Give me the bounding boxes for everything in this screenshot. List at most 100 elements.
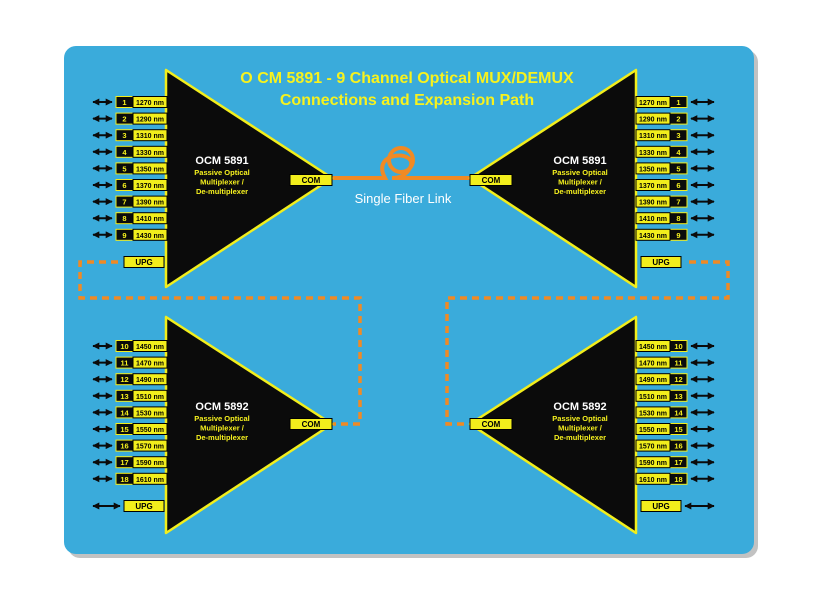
unit-model-label: OCM 5891: [195, 155, 248, 167]
single-fiber-link-label: Single Fiber Link: [355, 191, 452, 206]
channel-wavelength-box: [635, 439, 671, 452]
channel-number: 1: [676, 98, 680, 107]
channel-number: 5: [122, 164, 126, 173]
upg-port-label: UPG: [652, 258, 669, 267]
channel-wavelength-box: [132, 423, 168, 435]
com-port: [289, 174, 333, 186]
channel-wavelength-box: [635, 145, 671, 158]
channel-wavelength-box: [635, 456, 671, 469]
channel-number: 13: [120, 392, 128, 401]
channel-wavelength: 1370 nm: [136, 183, 164, 190]
upg-port-label: UPG: [652, 502, 669, 511]
channel-wavelength-box: [132, 212, 168, 225]
channel-wavelength-box: [132, 456, 168, 469]
channel-wavelength-box: [132, 228, 168, 241]
channel-wavelength: 1510 nm: [136, 394, 164, 401]
channel-wavelength: 1410 nm: [136, 216, 164, 223]
channel-wavelength-box: [635, 356, 671, 369]
channel-wavelength-box: [132, 195, 168, 208]
upg-port-label: UPG: [135, 502, 152, 511]
com-port-label: COM: [482, 420, 501, 429]
channel-wavelength: 1510 nm: [639, 394, 667, 401]
channel-number: 2: [122, 115, 126, 124]
unit-description-line: Passive Optical: [194, 414, 249, 423]
channel-wavelength-box: [132, 162, 168, 175]
upg-port-row: UPG: [640, 500, 715, 512]
diagram-title-line1: O CM 5891 - 9 Channel Optical MUX/DEMUX: [240, 70, 574, 87]
channel-wavelength: 1330 nm: [639, 150, 667, 157]
channel-wavelength: 1490 nm: [639, 377, 667, 384]
channel-wavelength-box: [635, 162, 671, 175]
channel-wavelength: 1270 nm: [639, 100, 667, 107]
upg-port: [640, 256, 682, 268]
channel-wavelength: 1450 nm: [136, 344, 164, 351]
channel-row: 13 1510 nm: [92, 389, 168, 402]
com-port: [469, 418, 513, 430]
channel-wavelength: 1370 nm: [639, 183, 667, 190]
com-port-label: COM: [302, 176, 321, 185]
channel-number: 17: [674, 458, 682, 467]
channel-number: 17: [120, 458, 128, 467]
channel-number: 10: [120, 342, 128, 351]
channel-wavelength-box: [132, 472, 168, 485]
channel-wavelength: 1590 nm: [136, 460, 164, 467]
channel-wavelength: 1390 nm: [639, 200, 667, 207]
upg-port-row: UPG: [123, 256, 165, 268]
unit-model-label: OCM 5892: [553, 401, 606, 413]
channel-wavelength-box: [132, 112, 168, 125]
channel-number: 7: [122, 198, 126, 207]
unit-model-label: OCM 5891: [553, 155, 606, 167]
upg-port: [640, 500, 682, 512]
channel-wavelength: 1550 nm: [639, 427, 667, 434]
channel-wavelength: 1550 nm: [136, 427, 164, 434]
channel-wavelength: 1390 nm: [136, 200, 164, 207]
channel-wavelength: 1310 nm: [136, 133, 164, 140]
fiber-loop: [387, 146, 415, 174]
channel-number: 4: [122, 148, 127, 157]
upg-port-label: UPG: [135, 258, 152, 267]
channel-number: 3: [122, 131, 126, 140]
channel-wavelength-box: [132, 129, 168, 142]
channel-wavelength-box: [132, 389, 168, 402]
channel-wavelength: 1290 nm: [639, 117, 667, 124]
mux-triangle: [164, 68, 334, 289]
mux-triangle: [468, 68, 638, 289]
channel-number: 15: [120, 425, 128, 434]
channel-wavelength: 1470 nm: [136, 361, 164, 368]
channel-wavelength: 1430 nm: [639, 233, 667, 240]
channel-number: 7: [676, 198, 680, 207]
channel-number: 15: [674, 425, 682, 434]
channel-row: 6 1370 nm: [635, 179, 715, 191]
channel-wavelength-box: [635, 96, 671, 108]
channel-wavelength-box: [635, 212, 671, 225]
channel-wavelength-box: [132, 179, 168, 191]
expansion-path-right: [445, 260, 730, 426]
unit-description-line: Multiplexer /: [558, 424, 603, 433]
channel-wavelength: 1430 nm: [136, 233, 164, 240]
channel-number: 14: [120, 408, 129, 417]
channel-number: 6: [676, 181, 680, 190]
channel-wavelength-box: [635, 179, 671, 191]
upg-port-row: UPG: [92, 500, 165, 512]
channel-wavelength: 1410 nm: [639, 216, 667, 223]
upg-port: [123, 500, 165, 512]
